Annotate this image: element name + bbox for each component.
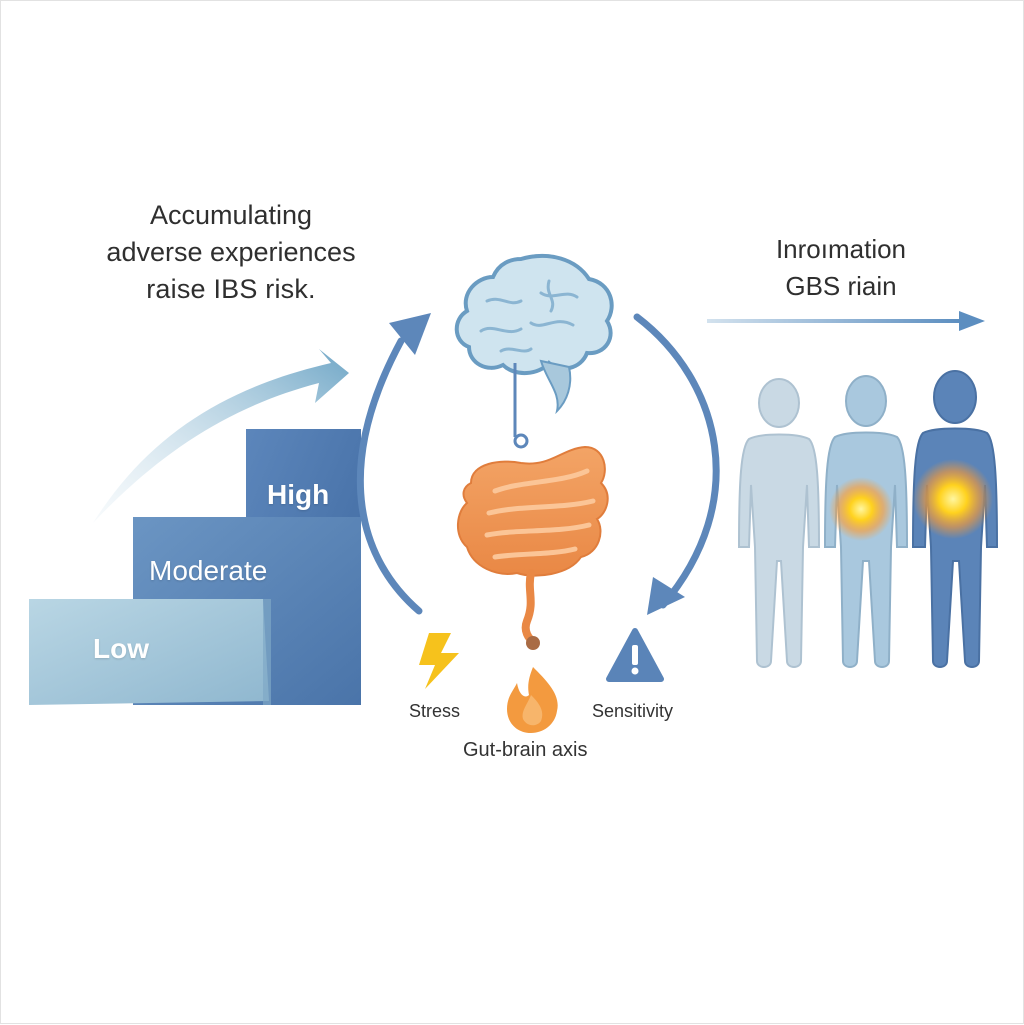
pain-glow-severe	[913, 459, 993, 539]
rising-risk-arrow	[93, 349, 349, 523]
cycle-arrows	[356, 313, 720, 615]
stress-label: Stress	[409, 701, 461, 721]
risk-level-moderate-label: Moderate	[149, 555, 268, 586]
headline-line-1: Accumulating	[149, 200, 313, 230]
right-title-line-1: Inroımation	[775, 234, 907, 264]
headline-line-3: raise IBS risk.	[146, 274, 316, 304]
right-title-line-2: GBS riain	[785, 271, 897, 301]
headline: Accumulating adverse experiences raise I…	[71, 197, 391, 308]
warning-icon	[606, 628, 664, 682]
risk-level-low-label: Low	[93, 633, 149, 664]
pain-glow-moderate	[829, 477, 893, 541]
sensitivity-label: Sensitivity	[592, 701, 674, 721]
risk-level-high-label: High	[267, 479, 330, 510]
lightning-icon	[419, 633, 459, 689]
cycle-arrow-right	[633, 313, 720, 609]
brain-icon	[454, 254, 614, 449]
cycle-arrow-left	[356, 337, 423, 615]
gut-brain-axis-caption: Gut-brain axis	[463, 739, 588, 761]
flame-icon	[507, 667, 558, 733]
risk-staircase	[29, 429, 361, 705]
gut-icon	[457, 445, 609, 650]
step-low	[29, 599, 269, 705]
right-title: Inroımation GBS riain	[741, 231, 941, 305]
headline-line-2: adverse experiences	[106, 237, 356, 267]
figure-healthy	[737, 378, 821, 668]
cycle-arrow-left-head	[389, 313, 431, 355]
cycle-arrow-right-head	[647, 577, 685, 615]
information-arrow	[707, 311, 985, 331]
